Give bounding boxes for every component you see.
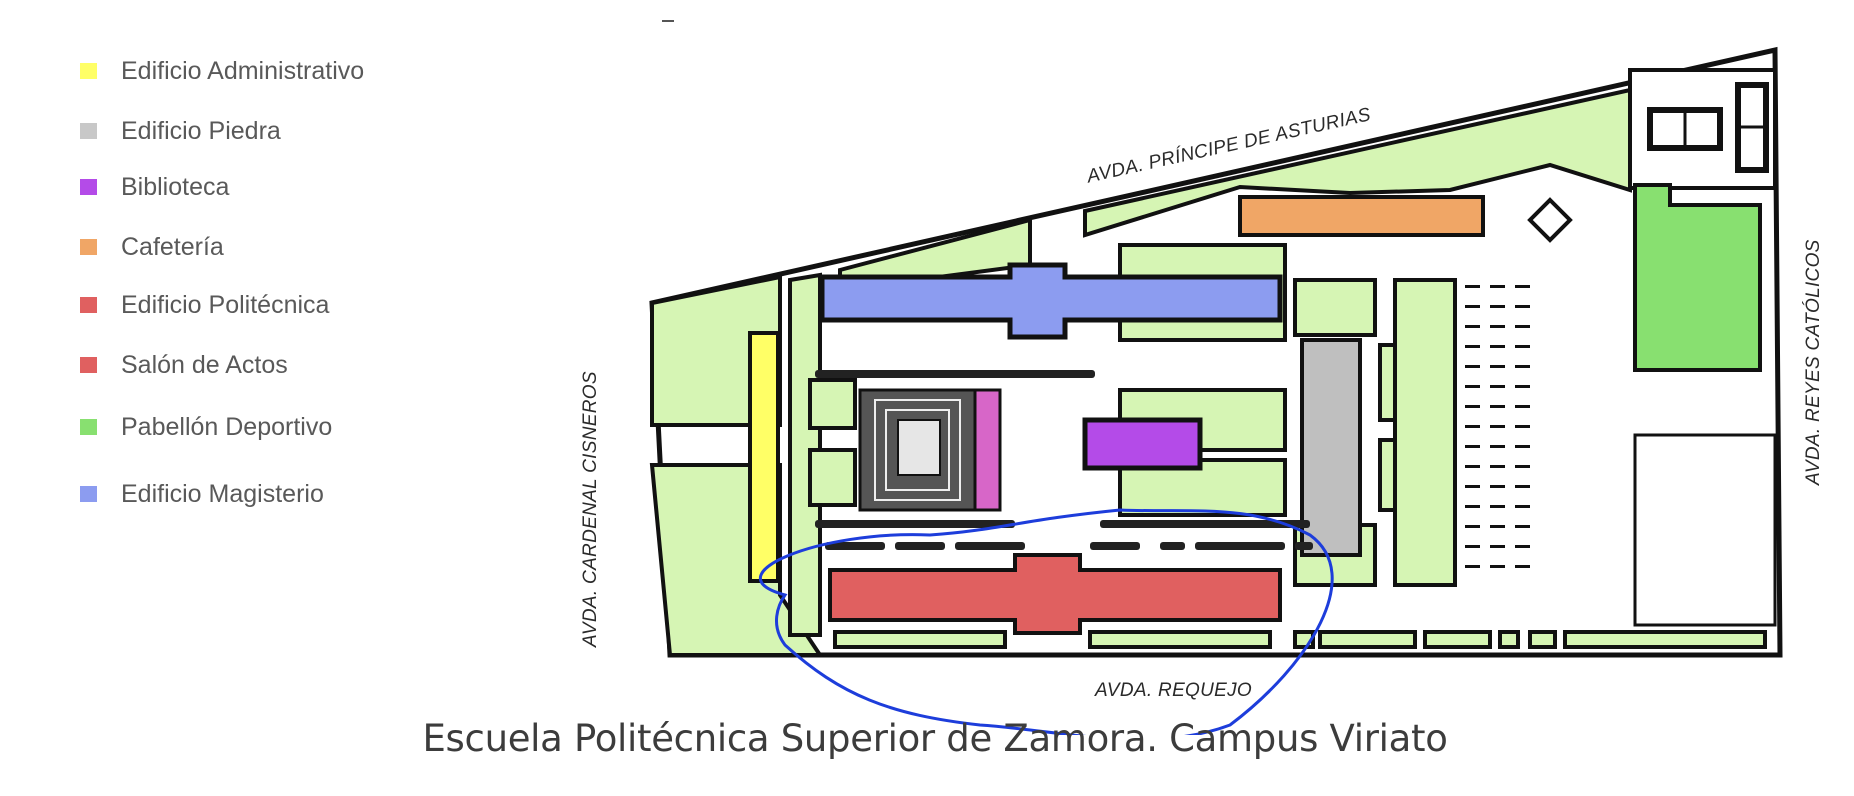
legend-label: Edificio Magisterio — [121, 479, 324, 508]
green-strip-south — [1563, 630, 1767, 649]
pabellon-deportivo — [1633, 183, 1762, 372]
parking-stripes — [1465, 285, 1530, 568]
green-strip-south — [1528, 630, 1557, 649]
salon-de-actos-stage — [897, 419, 941, 476]
legend-swatch — [80, 297, 97, 313]
legend-item-pabellon-deportivo: Pabellón Deportivo — [80, 412, 332, 442]
green-column — [1393, 278, 1457, 587]
legend-item-edificio-magisterio: Edificio Magisterio — [80, 479, 324, 509]
green-strip-south — [1423, 630, 1492, 649]
street-label-west: AVDA. CARDENAL CISNEROS — [580, 371, 601, 647]
legend-label: Biblioteca — [121, 172, 230, 201]
legend-label: Salón de Actos — [121, 350, 288, 379]
legend-item-edificio-administrativo: Edificio Administrativo — [80, 56, 364, 86]
salon-de-actos-tier — [885, 409, 950, 491]
legend-label: Edificio Administrativo — [121, 56, 365, 85]
street-label-south: AVDA. REQUEJO — [1095, 680, 1252, 701]
green-block — [808, 378, 857, 430]
map-mark — [662, 20, 674, 22]
green-strip-south — [1498, 630, 1520, 649]
legend-label: Cafetería — [121, 232, 224, 261]
campus-map-canvas — [649, 20, 1783, 735]
green-strip-south — [1318, 630, 1417, 649]
legend-label: Pabellón Deportivo — [121, 412, 333, 441]
green-strip-south — [1088, 630, 1272, 649]
legend-swatch — [80, 179, 97, 195]
salon-de-actos-tier — [874, 399, 961, 501]
diamond-feature — [1527, 197, 1573, 243]
legend-item-edificio-politecnica: Edificio Politécnica — [80, 290, 329, 320]
edificio-administrativo — [748, 331, 780, 583]
legend-label: Edificio Piedra — [121, 116, 281, 145]
legend-swatch — [80, 486, 97, 502]
edificio-magisterio — [819, 262, 1283, 340]
sports-field — [1633, 433, 1777, 627]
highlight-outline — [758, 508, 1334, 735]
edificio-piedra — [1300, 338, 1362, 557]
legend-swatch — [80, 123, 97, 139]
legend-swatch — [80, 239, 97, 255]
legend-item-edificio-piedra: Edificio Piedra — [80, 116, 281, 146]
legend-item-salon-de-actos: Salón de Actos — [80, 350, 288, 380]
cafeteria-building — [1238, 195, 1485, 237]
legend-swatch — [80, 357, 97, 373]
legend-item-cafeteria: Cafetería — [80, 232, 224, 262]
legend-label: Edificio Politécnica — [121, 290, 330, 319]
map-caption: Escuela Politécnica Superior de Zamora. … — [422, 717, 1448, 760]
biblioteca — [1082, 417, 1203, 471]
edificio-politecnica — [828, 553, 1282, 635]
street-label-east: AVDA. REYES CATÓLICOS — [1803, 239, 1824, 485]
green-block — [808, 448, 857, 507]
green-strip-west — [788, 272, 822, 637]
legend-item-biblioteca: Biblioteca — [80, 172, 229, 202]
salon-de-actos-annex — [973, 388, 1002, 512]
parking-dashes — [815, 370, 1313, 550]
green-block — [1293, 278, 1377, 337]
green-strip-south — [833, 630, 1007, 649]
legend-swatch — [80, 63, 97, 79]
legend-swatch — [80, 419, 97, 435]
